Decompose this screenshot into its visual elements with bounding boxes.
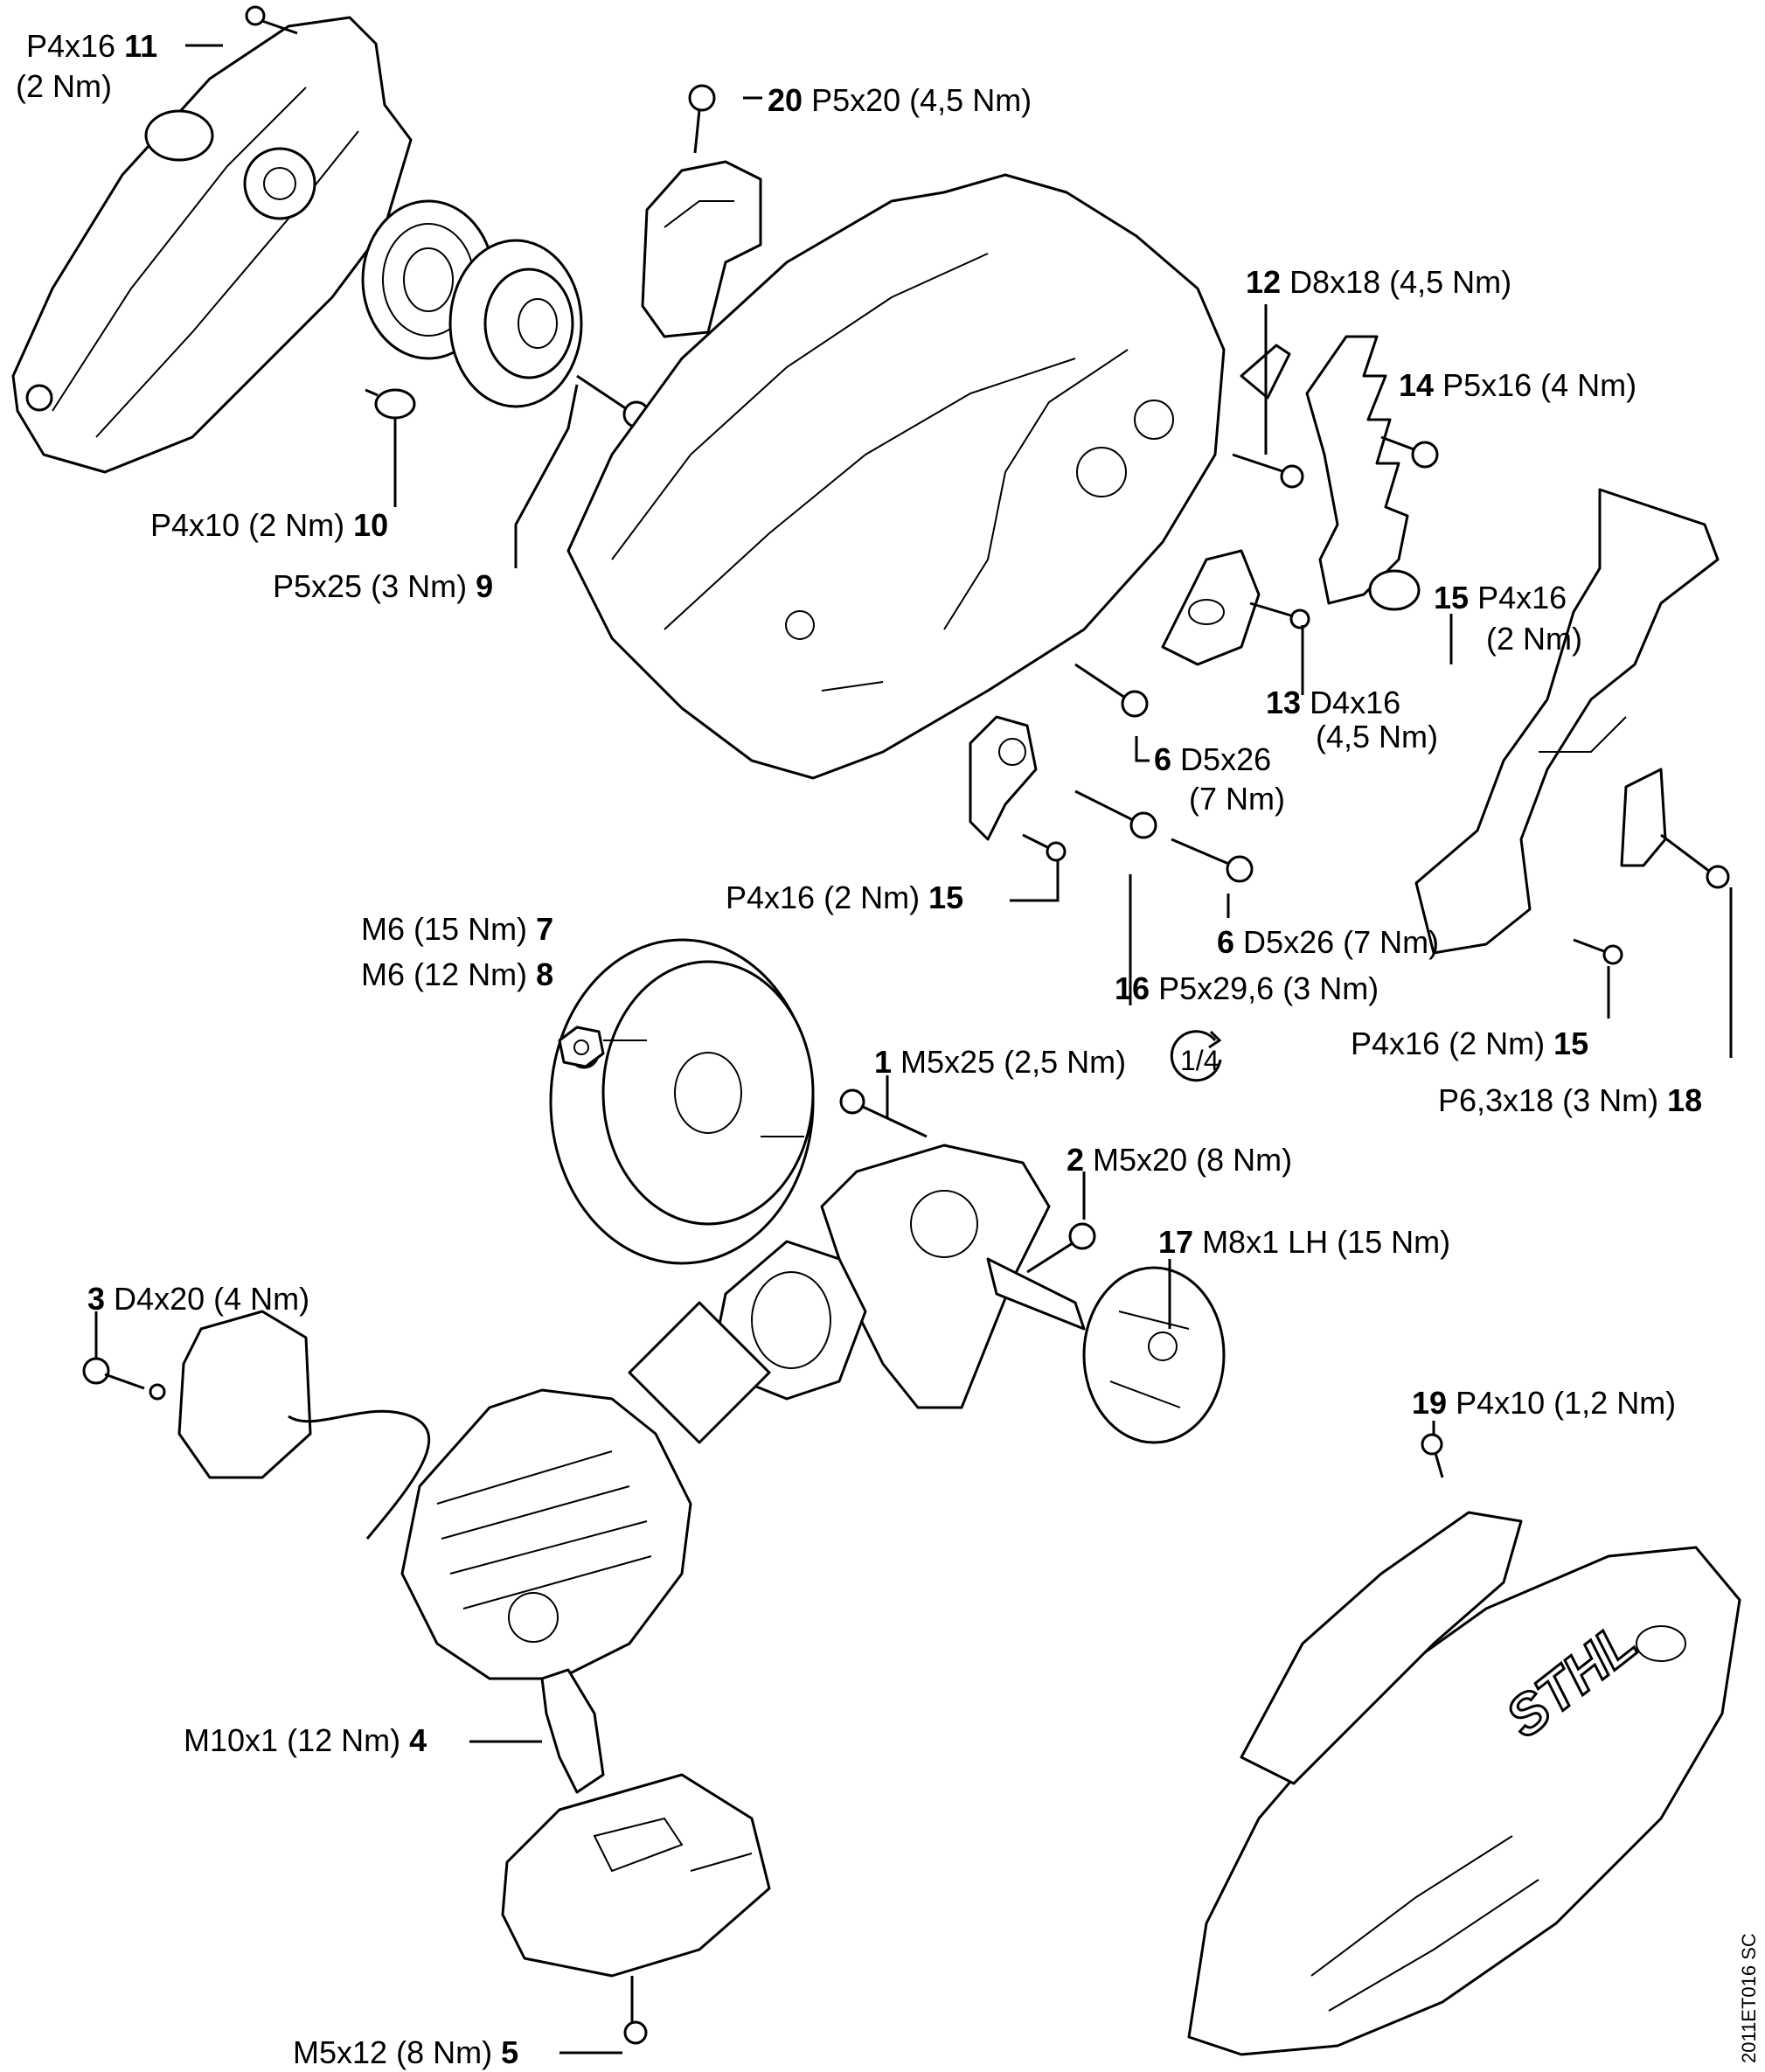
label-11-torque: (2 Nm) (16, 68, 112, 104)
handle-bracket (641, 84, 762, 338)
label-2: 2 M5x20 (8 Nm) (1067, 1142, 1293, 1178)
label-18: P6,3x18 (3 Nm) 18 (1438, 1082, 1703, 1118)
label-6a: 6 D5x26 (1154, 741, 1272, 777)
leader-lines (94, 44, 1733, 2055)
rope-rotor (448, 239, 583, 408)
screws-mid (1022, 601, 1730, 965)
label-1-turn: 1/4 (1180, 1045, 1220, 1076)
label-17: 17 M8x1 LH (15 Nm) (1158, 1224, 1451, 1260)
starter-cover (11, 16, 413, 474)
label-15a-torque: (2 Nm) (1486, 621, 1582, 657)
label-15a: 15 P4x16 (1434, 580, 1567, 615)
label-6a-torque: (7 Nm) (1189, 781, 1285, 817)
label-8: M6 (12 Nm) 8 (361, 956, 554, 992)
bumper-spike (1232, 335, 1439, 611)
cylinder-gasket (628, 1301, 771, 1444)
screw-10 (365, 388, 416, 420)
label-10: P4x10 (2 Nm) 10 (150, 507, 389, 543)
label-13-torque: (4,5 Nm) (1316, 719, 1439, 754)
screw-11 (245, 5, 298, 35)
label-9: P5x25 (3 Nm) 9 (273, 568, 494, 604)
label-4: M10x1 (12 Nm) 4 (184, 1722, 427, 1758)
chain-guide-bracket (1414, 488, 1720, 955)
flywheel (549, 938, 815, 1265)
label-1: 1 M5x25 (2,5 Nm) (874, 1044, 1127, 1080)
label-3: 3 D4x20 (4 Nm) (87, 1281, 310, 1317)
label-15b: P4x16 (2 Nm) 15 (726, 880, 964, 915)
cylinder (400, 1388, 692, 1680)
spark-plug (540, 1668, 605, 1794)
sprocket-cover (1187, 1433, 1741, 2056)
label-16: 16 P5x29,6 (3 Nm) (1115, 970, 1379, 1006)
label-19: 19 P4x10 (1,2 Nm) (1412, 1385, 1677, 1421)
label-15c: P4x16 (2 Nm) 15 (1351, 1026, 1589, 1061)
label-20: 20 P5x20 (4,5 Nm) (768, 82, 1032, 118)
label-14: 14 P5x16 (4 Nm) (1399, 367, 1637, 403)
oil-pump (1161, 549, 1261, 666)
clutch (1082, 1266, 1226, 1444)
drawing-code: 2011ET016 SC (1738, 1933, 1760, 2063)
shroud (501, 1773, 771, 2045)
label-5: M5x12 (8 Nm) 5 (293, 2034, 519, 2070)
ignition-module (82, 1310, 431, 1540)
screw-1 (839, 1088, 928, 1138)
nut-7-8 (558, 1026, 605, 1068)
oil-pump-cover (969, 715, 1038, 841)
label-6b: 6 D5x26 (7 Nm) (1217, 924, 1440, 960)
label-7: M6 (15 Nm) 7 (361, 911, 554, 947)
screw-2 (1026, 1222, 1096, 1274)
label-13: 13 D4x16 (1266, 685, 1401, 720)
main-housing (566, 173, 1226, 780)
crankcase (820, 1144, 1086, 1409)
label-12: 12 D8x18 (4,5 Nm) (1246, 264, 1512, 300)
label-11: P4x16 11 (26, 28, 158, 64)
